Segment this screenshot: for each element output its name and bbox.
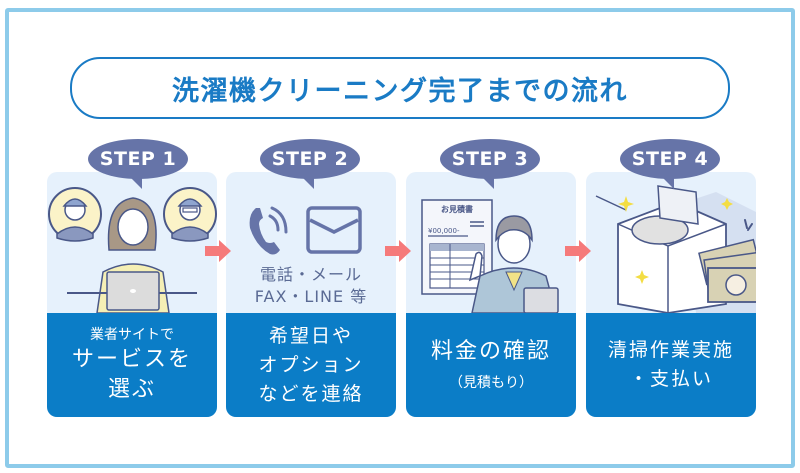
arrow-right-icon bbox=[205, 240, 231, 262]
step-card-2: 電話・メール FAX・LINE 等 希望日や オプション などを連絡 bbox=[226, 172, 396, 417]
step-1-line-2: サービスを bbox=[71, 347, 192, 372]
sparkle-icon bbox=[635, 270, 649, 284]
step-4-label: STEP 4 bbox=[631, 148, 709, 170]
money-icon bbox=[698, 238, 756, 303]
arrow-right-icon bbox=[565, 240, 591, 262]
step-card-3: お見積書 ¥00,000- 料金の確認 （見積もり） bbox=[406, 172, 576, 417]
step-4-description: 清掃作業実施 ・支払い bbox=[586, 313, 756, 417]
step-2-line-2: オプション bbox=[258, 353, 364, 376]
step-1-description: 業者サイトで サービスを 選ぶ bbox=[47, 313, 217, 417]
phone-icon bbox=[249, 206, 288, 255]
sparkle-icon bbox=[618, 196, 634, 212]
woman-with-laptop-and-workers-icon bbox=[48, 187, 217, 313]
step-1-badge: STEP 1 bbox=[86, 139, 190, 189]
step-2-badge: STEP 2 bbox=[258, 139, 362, 189]
page-title: 洗濯機クリーニング完了までの流れ bbox=[172, 75, 628, 107]
step-4-badge: STEP 4 bbox=[618, 139, 722, 189]
arrow-right-icon bbox=[385, 240, 411, 262]
estimate-heading: お見積書 bbox=[441, 205, 473, 214]
title-banner: 洗濯機クリーニング完了までの流れ bbox=[70, 57, 730, 119]
washing-machine-and-money-icon bbox=[595, 185, 756, 313]
step-1-label: STEP 1 bbox=[99, 148, 177, 170]
mail-icon bbox=[306, 206, 362, 254]
step-3-line-1: 料金の確認 bbox=[430, 339, 551, 364]
contact-methods-line-1: 電話・メール bbox=[259, 265, 362, 284]
speech-bubble-icon bbox=[440, 139, 540, 189]
step-2-line-3: などを連絡 bbox=[258, 382, 364, 405]
speech-bubble-icon bbox=[620, 139, 720, 189]
step-2-label: STEP 2 bbox=[271, 148, 349, 170]
step-1-line-1: 業者サイトで bbox=[90, 327, 174, 343]
phone-and-mail-icon bbox=[249, 206, 362, 255]
step-4-line-2: ・支払い bbox=[628, 368, 713, 390]
step-4-line-1: 清掃作業実施 bbox=[607, 339, 734, 361]
step-3-label: STEP 3 bbox=[451, 148, 529, 170]
worker-with-estimate-icon bbox=[421, 199, 559, 313]
step-card-4: 清掃作業実施 ・支払い bbox=[586, 172, 756, 417]
step-3-badge: STEP 3 bbox=[438, 139, 542, 189]
step-2-line-1: 希望日や bbox=[268, 324, 353, 347]
speech-bubble-icon bbox=[88, 139, 188, 189]
step-card-1: 業者サイトで サービスを 選ぶ bbox=[47, 172, 217, 417]
speech-bubble-icon bbox=[260, 139, 360, 189]
step-3-description: 料金の確認 （見積もり） bbox=[406, 313, 576, 417]
contact-methods-line-2: FAX・LINE 等 bbox=[254, 287, 368, 306]
step-1-line-3: 選ぶ bbox=[107, 377, 156, 402]
estimate-amount: ¥00,000- bbox=[428, 227, 460, 235]
step-3-line-2: （見積もり） bbox=[449, 375, 533, 391]
sparkle-icon bbox=[721, 198, 733, 210]
step-2-description: 希望日や オプション などを連絡 bbox=[226, 313, 396, 417]
